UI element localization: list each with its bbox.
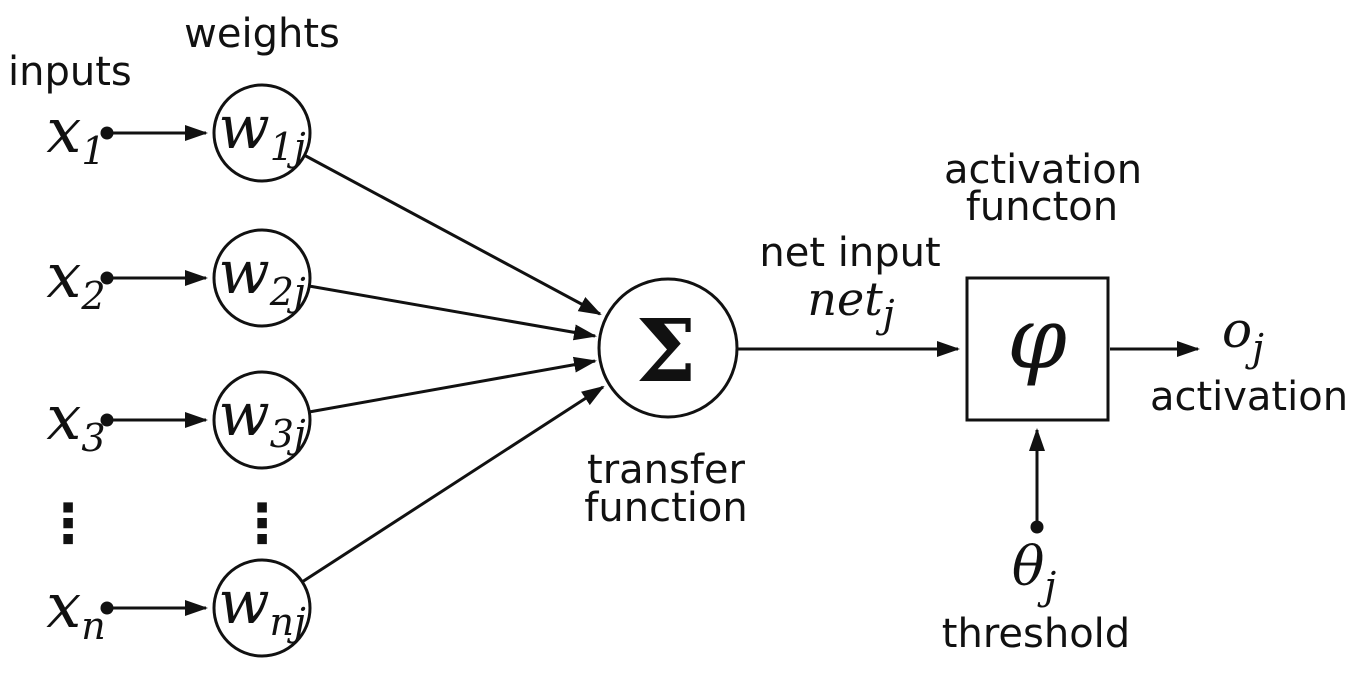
activation-function-label-line2: functon: [966, 184, 1118, 230]
input-label-x2: x2: [46, 239, 105, 318]
weight-w1j-sub: 1j: [270, 125, 306, 169]
weight-label-w1j: w1j: [218, 93, 306, 169]
input-x1-base: x: [46, 94, 81, 167]
weight-node-wnj: [212, 558, 312, 658]
output-base: o: [1222, 301, 1252, 359]
input-label-xn: xn: [46, 569, 105, 648]
inputs-heading: inputs: [8, 49, 132, 95]
net-base: net: [807, 272, 883, 326]
input-label-x3: x3: [46, 381, 105, 460]
weight-node-w1j: [212, 83, 312, 183]
weights-heading: weights: [184, 11, 340, 57]
input-dot-x2: [100, 271, 114, 285]
input-x2-base: x: [46, 239, 81, 312]
input-xn-base: x: [46, 569, 81, 642]
threshold-dot: [1030, 520, 1044, 534]
weight-w2j-sub: 2j: [269, 270, 306, 314]
transfer-function-label-line1: transfer: [587, 447, 746, 493]
weight-label-w2j: w2j: [218, 238, 306, 314]
input-dot-x1: [100, 126, 114, 140]
weight-wnj-sub: nj: [270, 600, 306, 644]
weight-w3j-sub: 3j: [270, 412, 306, 456]
input-x2-sub: 2: [80, 274, 105, 318]
weight-node-w2j: [212, 228, 312, 328]
transfer-function-label-line2: function: [584, 485, 747, 531]
weights-ellipsis: ⋮: [235, 492, 289, 555]
edge-w2j-to-sum: [308, 284, 597, 341]
input-x3-base: x: [46, 381, 81, 454]
weight-label-w3j: w3j: [218, 380, 306, 456]
activation-function-box: [965, 276, 1110, 422]
weight-w2j-base: w: [218, 238, 269, 308]
weight-w1j-base: w: [218, 93, 269, 163]
weight-wnj-base: w: [218, 568, 269, 638]
input-label-x1: x1: [46, 94, 105, 173]
weight-label-wnj: wnj: [218, 568, 306, 644]
output-symbol: oj: [1222, 301, 1264, 370]
inputs-ellipsis: ⋮: [41, 492, 95, 555]
weight-w3j-base: w: [218, 380, 269, 450]
weight-node-w3j: [212, 370, 312, 470]
edge-w1j-to-sum: [303, 153, 602, 316]
theta-symbol: θj: [1012, 535, 1057, 608]
output-activation-label: activation: [1150, 374, 1347, 420]
edge-w3j-to-sum: [308, 356, 597, 414]
phi-symbol: φ: [1007, 290, 1067, 389]
net-symbol: netj: [807, 272, 894, 336]
edge-wnj-to-sum: [301, 385, 605, 584]
threshold-label: threshold: [942, 611, 1130, 657]
sigma-symbol: Σ: [636, 301, 697, 402]
net-input-label: net input: [759, 230, 940, 276]
theta-base: θ: [1012, 535, 1045, 598]
activation-function-label-line1: activation: [944, 147, 1142, 193]
input-dot-x3: [100, 413, 114, 427]
input-dot-xn: [100, 601, 114, 615]
